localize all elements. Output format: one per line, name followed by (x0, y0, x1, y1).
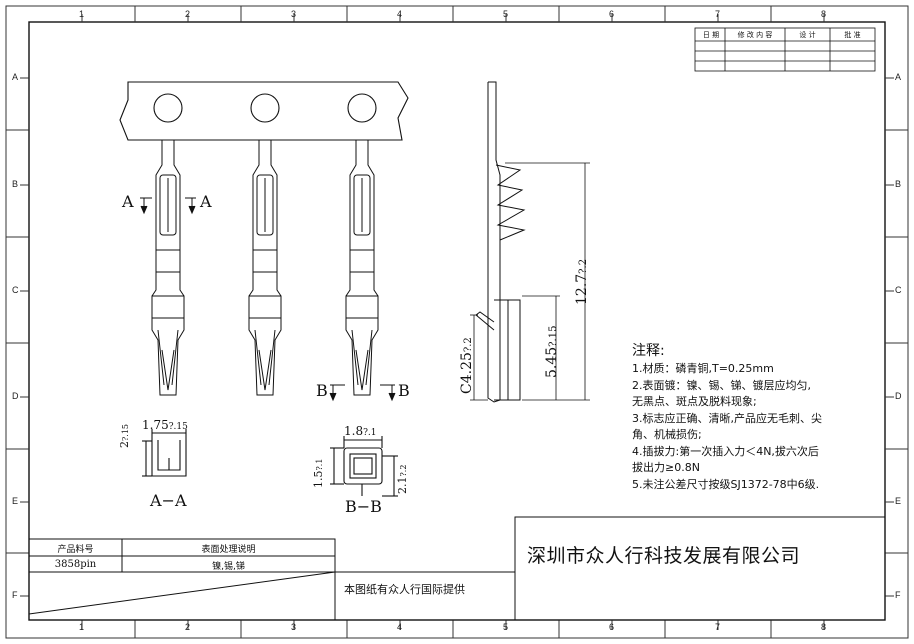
note-line-7: 拔出力≥0.8N (632, 461, 700, 474)
terminal-1 (151, 140, 185, 396)
zone-col-8: 8 (821, 9, 827, 19)
terminal-3 (345, 140, 379, 396)
zone-col-4-bottom: 4 (397, 622, 403, 632)
zone-col-7-bottom: 7 (715, 622, 721, 632)
revision-header-date: 日 期 (702, 31, 720, 39)
zone-col-6-bottom: 6 (609, 622, 615, 632)
side-view (475, 81, 526, 403)
zone-col-6: 6 (609, 9, 615, 19)
section-bb-view (330, 436, 398, 497)
zone-col-2: 2 (185, 9, 191, 19)
title-col2-header: 表面处理说明 (201, 545, 256, 555)
note-line-4: 3.标志应正确、清晰,产品应无毛刺、尖 (632, 411, 822, 425)
zone-col-5: 5 (503, 9, 509, 19)
zone-row-d: D (12, 391, 19, 401)
zone-row-f: F (12, 590, 18, 600)
section-aa-view (142, 429, 187, 477)
outer-border (5, 5, 909, 639)
surface-treatment: 镍,锡,锑 (212, 562, 245, 572)
dim-bb-width: 1.8?.1 (344, 424, 377, 438)
section-b-line (329, 384, 396, 402)
column-ticks (134, 6, 772, 638)
section-b-right-label: B (398, 381, 410, 400)
provided-by: 本图纸有众人行国际提供 (344, 583, 465, 596)
terminal-top-view (151, 140, 379, 396)
title-block (28, 516, 886, 621)
revision-header-content: 修 改 内 容 (737, 31, 773, 39)
zone-col-1: 1 (79, 9, 85, 19)
zone-row-c: C (12, 285, 19, 295)
company-name: 深圳市众人行科技发展有限公司 (527, 545, 801, 567)
row-ticks (6, 129, 908, 554)
zone-col-3-bottom: 3 (291, 622, 297, 632)
carrier-strip (119, 81, 409, 141)
zone-row-b: B (12, 179, 19, 189)
zone-col-4: 4 (397, 9, 403, 19)
note-line-3: 无黑点、斑点及脱料现象; (632, 395, 757, 408)
inner-frame (28, 21, 886, 621)
side-dimensions (470, 162, 590, 401)
zone-col-5-bottom: 5 (503, 622, 509, 632)
zone-row-e-right: E (895, 496, 902, 506)
section-bb-label: B−B (345, 497, 382, 516)
zone-col-7: 7 (715, 9, 721, 19)
note-line-5: 角、机械损伤; (632, 428, 702, 441)
zone-col-1-bottom: 1 (79, 622, 85, 632)
notes-title: 注释: (632, 343, 665, 359)
notes-list: 1.材质：磷青铜,T=0.25mm 2.表面镀：镍、锡、锑、镀层应均匀, 无黑点… (632, 361, 877, 493)
zone-row-c-right: C (895, 285, 902, 295)
revision-header-approve: 批 准 (844, 31, 861, 39)
dim-side-crimp: C4.25?.2 (459, 337, 475, 394)
note-line-8: 5.未注公差尺寸按级SJ1372-78中6级. (632, 477, 820, 491)
zone-row-f-right: F (895, 590, 901, 600)
part-number: 3858pin (54, 559, 97, 570)
note-line-6: 4.插拔力:第一次插入力＜4N,拔六次后 (632, 444, 819, 458)
zone-row-a: A (12, 72, 19, 82)
terminal-2 (248, 140, 282, 396)
zone-row-a-right: A (895, 72, 902, 82)
zone-row-b-right: B (895, 179, 902, 189)
section-b-left-label: B (316, 381, 328, 400)
dim-bb-height2: 2.1?.2 (396, 464, 409, 494)
section-a-right-label: A (200, 192, 212, 211)
section-a-left-label: A (122, 192, 134, 211)
note-line-1: 1.材质：磷青铜,T=0.25mm (632, 362, 774, 375)
dim-side-mid: 5.45?.15 (544, 325, 560, 378)
zone-row-d-right: D (895, 391, 902, 401)
section-aa-label: A−A (150, 491, 187, 510)
dim-side-total: 12.7?.2 (574, 258, 590, 305)
dim-aa-height: 2?.15 (118, 423, 131, 448)
dim-aa-width: 1.75?.15 (142, 418, 188, 432)
note-line-2: 2.表面镀：镍、锡、锑、镀层应均匀, (632, 378, 811, 392)
dim-bb-height: 1.5?.1 (312, 458, 325, 488)
zone-col-2-bottom: 2 (185, 622, 191, 632)
title-col1-header: 产品料号 (57, 545, 94, 555)
section-a-line (140, 197, 196, 215)
revision-header-design: 设 计 (799, 31, 816, 39)
zone-col-8-bottom: 8 (821, 622, 827, 632)
center-marks (20, 14, 894, 630)
zone-col-3: 3 (291, 9, 297, 19)
zone-row-e: E (12, 496, 19, 506)
revision-table (694, 27, 876, 72)
